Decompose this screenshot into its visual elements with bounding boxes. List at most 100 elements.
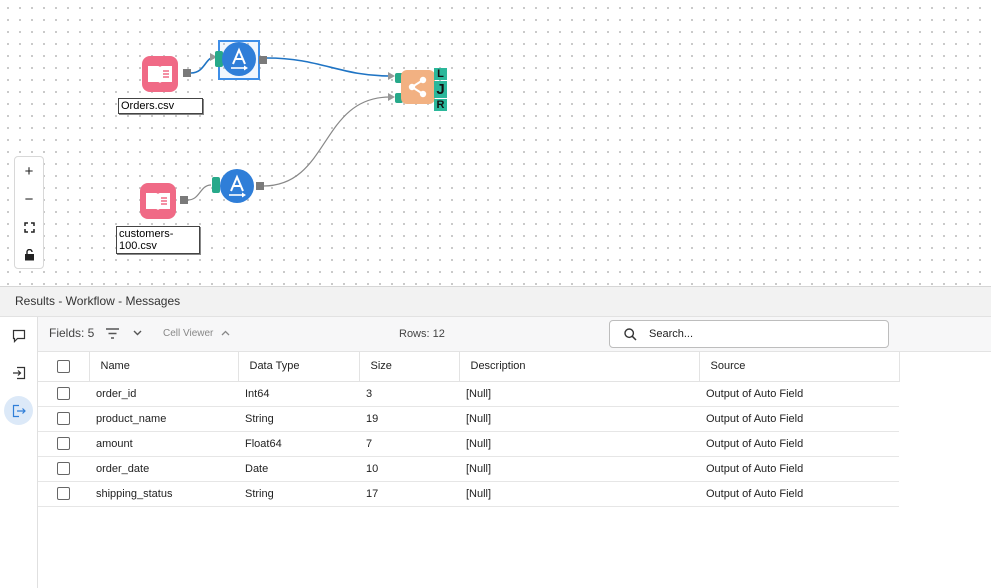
join-output-left[interactable]: L: [434, 68, 447, 80]
table-row[interactable]: product_name String 19 [Null] Output of …: [38, 406, 899, 432]
customers-node-label: customers-100.csv: [116, 226, 200, 254]
chevron-up-icon[interactable]: [221, 330, 230, 336]
message-icon: [12, 329, 25, 343]
wire-arrow-orders: [210, 53, 217, 61]
cell-source: Output of Auto Field: [699, 456, 899, 482]
results-toolbar: Fields: 5 Cell Viewer Rows: 12: [38, 317, 991, 352]
results-panel-header: Results - Workflow - Messages: [0, 286, 991, 317]
cell-description: [Null]: [459, 481, 699, 507]
auto-field-tool-2[interactable]: [220, 169, 254, 203]
join-output-right[interactable]: R: [434, 99, 447, 111]
fields-count: Fields: 5: [49, 326, 95, 340]
rows-count: Rows: 12: [399, 328, 445, 340]
output-icon: [12, 404, 26, 417]
workflow-canvas[interactable]: Orders.csv L J R: [0, 0, 991, 286]
cell-size: 17: [359, 481, 459, 507]
search-icon: [624, 328, 637, 341]
cell-description: [Null]: [459, 456, 699, 482]
row-checkbox[interactable]: [57, 412, 70, 425]
fields-table: Name Data Type Size Description Source o…: [38, 352, 900, 507]
autofield1-output-anchor[interactable]: [259, 56, 267, 64]
filter-icon[interactable]: [105, 328, 120, 339]
orders-output-anchor[interactable]: [183, 69, 191, 77]
book-icon: [148, 66, 172, 83]
cell-source: Output of Auto Field: [699, 481, 899, 507]
wire-arrow-left-input: [388, 72, 395, 80]
join-right-input-anchor[interactable]: [395, 93, 403, 103]
autofield2-output-anchor[interactable]: [256, 182, 264, 190]
table-row[interactable]: order_date Date 10 [Null] Output of Auto…: [38, 456, 899, 482]
cell-description: [Null]: [459, 381, 699, 407]
join-output-join[interactable]: J: [434, 81, 447, 98]
row-checkbox[interactable]: [57, 387, 70, 400]
wire-arrow-right-input: [388, 93, 395, 101]
autofield2-input-anchor[interactable]: [212, 177, 220, 193]
row-checkbox[interactable]: [57, 487, 70, 500]
join-tool[interactable]: [401, 70, 435, 104]
customers-output-anchor[interactable]: [180, 196, 188, 204]
cell-source: Output of Auto Field: [699, 406, 899, 432]
cell-data-type: String: [238, 481, 359, 507]
table-row[interactable]: amount Float64 7 [Null] Output of Auto F…: [38, 431, 899, 457]
fit-view-button[interactable]: [15, 213, 43, 241]
results-side-rail: [0, 317, 38, 588]
auto-field-tool-1[interactable]: [222, 42, 256, 76]
column-header-name[interactable]: Name: [89, 352, 239, 382]
cell-data-type: Int64: [238, 381, 359, 407]
input-tab-button[interactable]: [4, 358, 33, 387]
cell-data-type: Float64: [238, 431, 359, 457]
zoom-in-button[interactable]: +: [24, 162, 34, 180]
cell-source: Output of Auto Field: [699, 431, 899, 457]
cell-description: [Null]: [459, 406, 699, 432]
fit-view-icon: [23, 221, 35, 233]
join-left-input-anchor[interactable]: [395, 73, 403, 83]
input-data-tool-orders[interactable]: [142, 56, 178, 92]
cell-size: 7: [359, 431, 459, 457]
row-checkbox[interactable]: [57, 462, 70, 475]
unlock-icon: [24, 249, 34, 261]
chevron-down-icon[interactable]: [133, 330, 142, 336]
cell-name: order_date: [89, 456, 238, 482]
row-checkbox[interactable]: [57, 437, 70, 450]
cell-source: Output of Auto Field: [699, 381, 899, 407]
cell-size: 3: [359, 381, 459, 407]
cell-name: amount: [89, 431, 238, 457]
column-header-description[interactable]: Description: [459, 352, 700, 382]
cell-name: product_name: [89, 406, 238, 432]
wire-customers-to-autofield: [187, 184, 212, 201]
search-box: [609, 320, 889, 348]
wire-autofield-to-join: [266, 57, 391, 77]
share-icon: [408, 76, 427, 98]
cell-name: shipping_status: [89, 481, 238, 507]
autofield1-input-anchor[interactable]: [215, 51, 223, 67]
cell-data-type: Date: [238, 456, 359, 482]
orders-node-label: Orders.csv: [118, 98, 203, 114]
auto-field-icon: [231, 47, 248, 71]
table-row[interactable]: shipping_status String 17 [Null] Output …: [38, 481, 899, 507]
cell-data-type: String: [238, 406, 359, 432]
lock-button[interactable]: [15, 241, 43, 269]
cell-viewer-toggle[interactable]: Cell Viewer: [163, 328, 214, 339]
search-input[interactable]: [649, 326, 879, 342]
table-row[interactable]: order_id Int64 3 [Null] Output of Auto F…: [38, 381, 899, 407]
connection-wires: [187, 53, 395, 201]
results-table-container: Name Data Type Size Description Source o…: [38, 352, 991, 588]
table-header-row: Name Data Type Size Description Source: [38, 352, 900, 382]
column-header-data-type[interactable]: Data Type: [238, 352, 360, 382]
book-icon: [146, 193, 170, 210]
column-header-source[interactable]: Source: [699, 352, 900, 382]
zoom-controls: + −: [14, 156, 44, 269]
input-data-tool-customers[interactable]: [140, 183, 176, 219]
zoom-out-button[interactable]: −: [24, 190, 34, 208]
column-header-size[interactable]: Size: [359, 352, 460, 382]
cell-size: 19: [359, 406, 459, 432]
input-icon: [12, 366, 25, 379]
auto-field-icon: [229, 174, 246, 198]
cell-name: order_id: [89, 381, 238, 407]
select-all-checkbox[interactable]: [56, 359, 70, 373]
messages-tab-button[interactable]: [4, 321, 33, 350]
output-tab-button[interactable]: [4, 396, 33, 425]
cell-size: 10: [359, 456, 459, 482]
wire-autofield2-to-join: [262, 96, 391, 187]
